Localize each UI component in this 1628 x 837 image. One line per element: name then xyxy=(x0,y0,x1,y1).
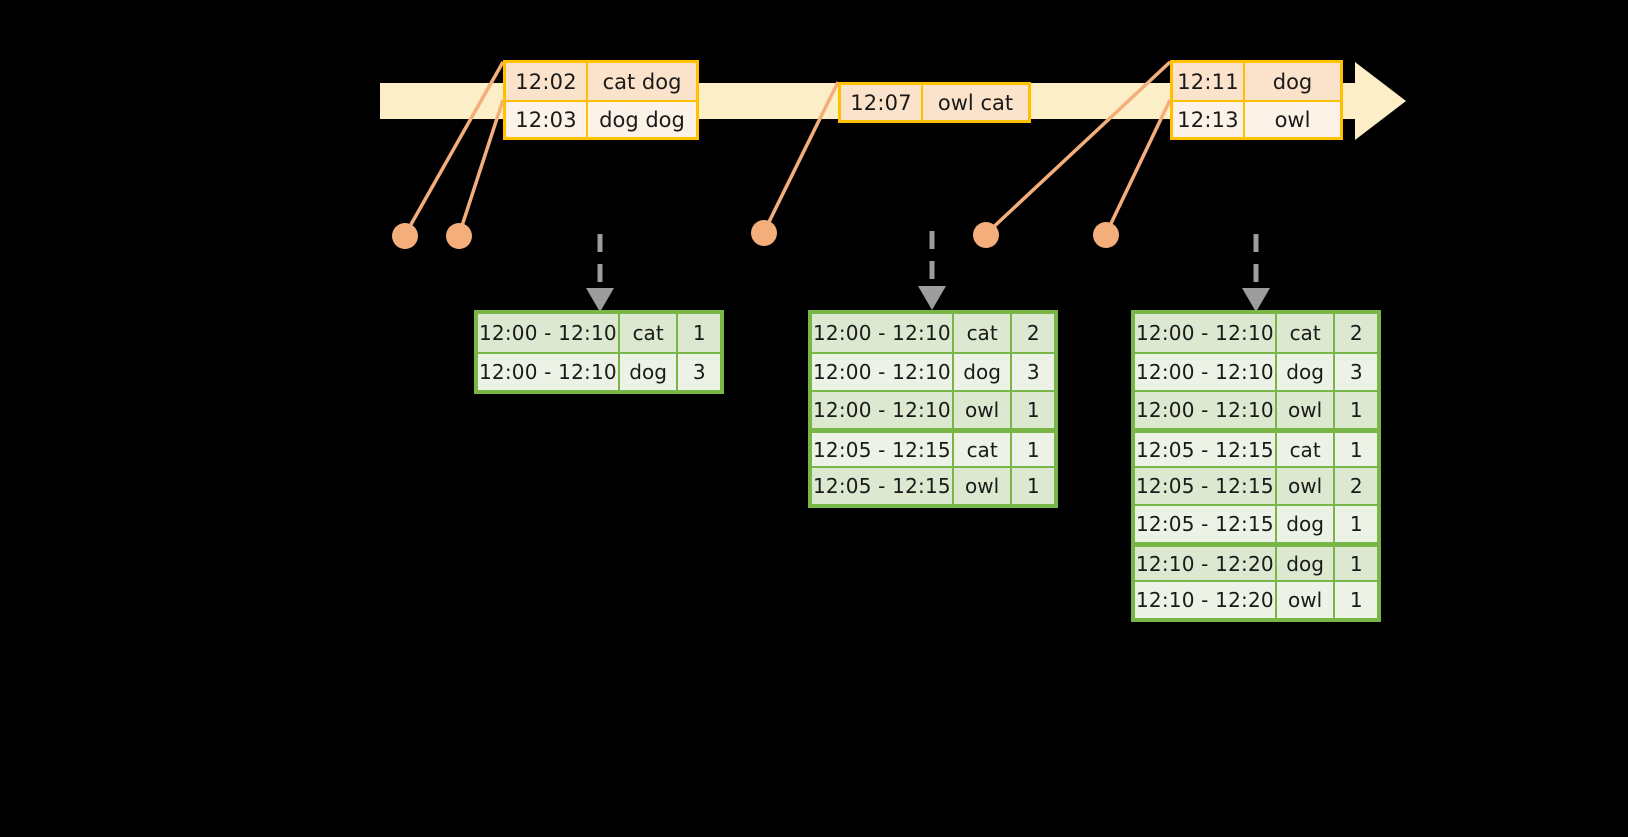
table-row[interactable]: 12:00 - 12:10 dog 3 xyxy=(478,352,720,390)
cell-key: dog xyxy=(620,354,679,390)
dashed-arrow-head-1 xyxy=(586,288,614,312)
table-row[interactable]: 12:10 - 12:20 dog 1 xyxy=(1135,542,1377,580)
cell-key: dog xyxy=(1277,506,1336,542)
event-row[interactable]: 12:07 owl cat xyxy=(841,85,1028,120)
cell-window: 12:10 - 12:20 xyxy=(1135,547,1277,580)
cell-key: dog xyxy=(1277,354,1336,390)
event-words: cat dog xyxy=(602,69,682,94)
table-row[interactable]: 12:05 - 12:15 owl 2 xyxy=(1135,466,1377,504)
cell-key: owl xyxy=(1277,468,1336,504)
connector-dot-1213 xyxy=(1093,222,1119,248)
connector-dot-1207 xyxy=(751,220,777,246)
cell-key: dog xyxy=(954,354,1013,390)
connector-dot-1211 xyxy=(973,222,999,248)
event-row[interactable]: 12:13 owl xyxy=(1173,100,1340,137)
event-words: owl cat xyxy=(937,90,1014,115)
table-row[interactable]: 12:05 - 12:15 cat 1 xyxy=(812,428,1054,466)
cell-count: 2 xyxy=(1349,474,1363,498)
connector-line-1202 xyxy=(403,61,505,236)
cell-window: 12:00 - 12:10 xyxy=(812,392,954,428)
event-row[interactable]: 12:03 dog dog xyxy=(506,100,696,137)
cell-key: owl xyxy=(1277,582,1336,618)
cell-key: owl xyxy=(954,392,1013,428)
cell-window: 12:05 - 12:15 xyxy=(812,468,954,504)
cell-key: owl xyxy=(954,468,1013,504)
cell-count: 3 xyxy=(692,360,706,384)
table-row[interactable]: 12:05 - 12:15 cat 1 xyxy=(1135,428,1377,466)
table-row[interactable]: 12:00 - 12:10 cat 2 xyxy=(812,314,1054,352)
table-row[interactable]: 12:00 - 12:10 owl 1 xyxy=(1135,390,1377,428)
cell-count: 3 xyxy=(1349,360,1363,384)
connector-line-1213 xyxy=(1104,99,1172,235)
cell-window: 12:00 - 12:10 xyxy=(1135,354,1277,390)
event-box-3[interactable]: 12:11 dog 12:13 owl xyxy=(1170,60,1343,140)
connector-dots xyxy=(392,220,1119,249)
table-row[interactable]: 12:00 - 12:10 dog 3 xyxy=(812,352,1054,390)
table-row[interactable]: 12:00 - 12:10 cat 1 xyxy=(478,314,720,352)
connector-dot-1203 xyxy=(446,223,472,249)
cell-window: 12:00 - 12:10 xyxy=(1135,392,1277,428)
cell-count: 1 xyxy=(1349,512,1363,536)
cell-window: 12:05 - 12:15 xyxy=(1135,506,1277,542)
event-time: 12:11 xyxy=(1173,63,1245,100)
cell-count: 3 xyxy=(1026,360,1040,384)
cell-key: cat xyxy=(620,314,679,352)
table-row[interactable]: 12:05 - 12:15 owl 1 xyxy=(812,466,1054,504)
result-table-2[interactable]: 12:00 - 12:10 cat 2 12:00 - 12:10 dog 3 … xyxy=(808,310,1058,508)
cell-window: 12:00 - 12:10 xyxy=(812,354,954,390)
connector-dot-1202 xyxy=(392,223,418,249)
table-row[interactable]: 12:00 - 12:10 owl 1 xyxy=(812,390,1054,428)
cell-window: 12:00 - 12:10 xyxy=(478,354,620,390)
cell-window: 12:00 - 12:10 xyxy=(478,314,620,352)
event-time: 12:03 xyxy=(506,102,588,137)
result-table-3[interactable]: 12:00 - 12:10 cat 2 12:00 - 12:10 dog 3 … xyxy=(1131,310,1381,622)
cell-key: dog xyxy=(1277,547,1336,580)
event-words: dog dog xyxy=(599,107,685,132)
cell-count: 1 xyxy=(1026,437,1040,462)
cell-window: 12:00 - 12:10 xyxy=(1135,314,1277,352)
dashed-arrow-head-3 xyxy=(1242,288,1270,312)
table-row[interactable]: 12:05 - 12:15 dog 1 xyxy=(1135,504,1377,542)
result-table-1[interactable]: 12:00 - 12:10 cat 1 12:00 - 12:10 dog 3 xyxy=(474,310,724,394)
event-time: 12:13 xyxy=(1173,102,1245,137)
table-row[interactable]: 12:00 - 12:10 dog 3 xyxy=(1135,352,1377,390)
cell-key: cat xyxy=(954,314,1013,352)
cell-count: 1 xyxy=(692,321,706,345)
connector-line-1211 xyxy=(984,60,1172,236)
connector-line-1203 xyxy=(457,99,505,236)
event-words: dog xyxy=(1272,69,1313,94)
cell-count: 2 xyxy=(1026,321,1040,345)
table-row[interactable]: 12:10 - 12:20 owl 1 xyxy=(1135,580,1377,618)
event-box-1[interactable]: 12:02 cat dog 12:03 dog dog xyxy=(503,60,699,140)
connector-line-1207 xyxy=(762,81,840,233)
cell-key: owl xyxy=(1277,392,1336,428)
connector-lines xyxy=(403,60,1172,236)
cell-count: 1 xyxy=(1026,474,1040,498)
cell-window: 12:05 - 12:15 xyxy=(812,433,954,466)
cell-window: 12:05 - 12:15 xyxy=(1135,468,1277,504)
cell-key: cat xyxy=(1277,433,1336,466)
event-row[interactable]: 12:02 cat dog xyxy=(506,63,696,100)
event-row[interactable]: 12:11 dog xyxy=(1173,63,1340,100)
table-row[interactable]: 12:00 - 12:10 cat 2 xyxy=(1135,314,1377,352)
event-words: owl xyxy=(1274,107,1311,132)
event-box-2[interactable]: 12:07 owl cat xyxy=(838,82,1031,123)
cell-window: 12:00 - 12:10 xyxy=(812,314,954,352)
dashed-arrows xyxy=(597,231,1259,290)
dashed-arrow-heads xyxy=(586,286,1270,312)
cell-count: 1 xyxy=(1349,398,1363,422)
event-time: 12:07 xyxy=(841,85,923,120)
cell-count: 2 xyxy=(1349,321,1363,345)
cell-window: 12:10 - 12:20 xyxy=(1135,582,1277,618)
cell-window: 12:05 - 12:15 xyxy=(1135,433,1277,466)
cell-key: cat xyxy=(1277,314,1336,352)
cell-key: cat xyxy=(954,433,1013,466)
dashed-arrow-head-2 xyxy=(918,286,946,310)
cell-count: 1 xyxy=(1349,588,1363,612)
event-time: 12:02 xyxy=(506,63,588,100)
cell-count: 1 xyxy=(1026,398,1040,422)
cell-count: 1 xyxy=(1349,551,1363,576)
cell-count: 1 xyxy=(1349,437,1363,462)
